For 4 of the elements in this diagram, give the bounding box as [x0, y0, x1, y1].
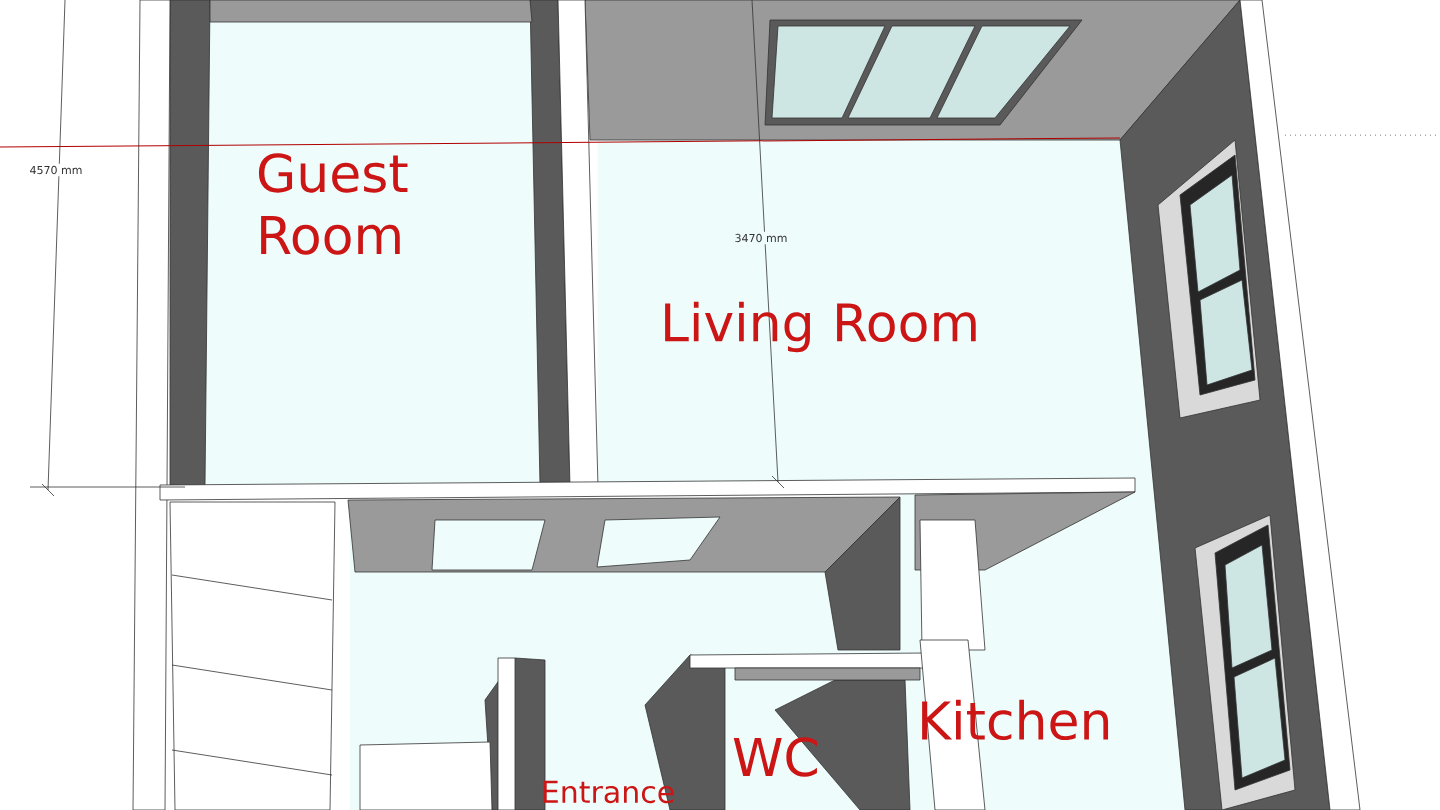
- room-label: Guest Room: [258, 153, 408, 255]
- room-label: WC: [733, 737, 817, 777]
- room-label: Kitchen: [922, 699, 1109, 741]
- room-label: Living Room: [665, 301, 976, 353]
